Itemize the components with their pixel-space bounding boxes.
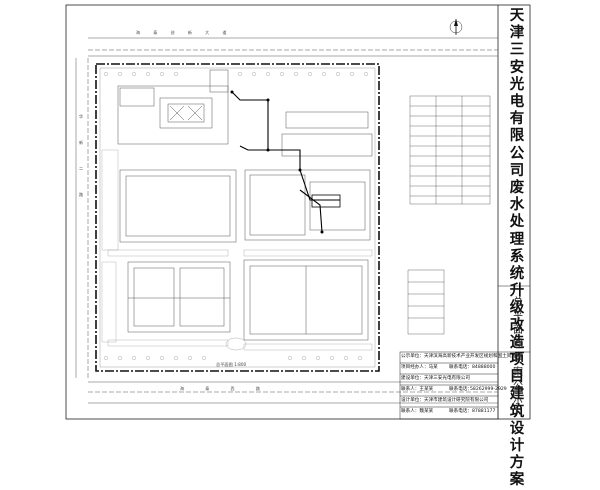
building-north-west: [117, 69, 229, 145]
bottom-road: [88, 381, 498, 404]
north-arrow-icon: [449, 19, 463, 35]
site-boundary: [95, 63, 380, 372]
parking-area: [101, 149, 373, 351]
title-block-row-4: 联系人：王某某 联系电话： 58262999-2929: [401, 387, 507, 392]
landscape-trees: [103, 71, 369, 361]
building-south-west: [127, 261, 231, 333]
title-block-row-1: 公示单位：天津滨海高新技术产业开发区规划和国土资源局: [401, 354, 521, 359]
title-block-row-6: 联系人：魏某某 联系电话： 87881177: [401, 409, 496, 414]
building-east-center: [244, 169, 371, 241]
title-block-row-3: 建设单位：天津三安光电有限公司: [401, 376, 470, 381]
title-block-row-5: 设计单位：天津市建筑设计研究院有限公司: [401, 398, 489, 403]
sheet-border: [65, 4, 531, 420]
pipeline-nodes: [230, 90, 324, 234]
top-road-label: 海 泰 创 新 大 道: [136, 30, 233, 35]
bottom-road-label: 海 泰 西 路: [180, 386, 270, 391]
left-road: [75, 58, 89, 378]
top-road: [88, 37, 498, 57]
title-block-grid: [399, 351, 499, 420]
legend-table: [409, 95, 491, 205]
building-south-east: [243, 259, 369, 341]
wastewater-pipeline: [231, 91, 341, 233]
project-title: 天津三安光电有限公司废水处理系统升级改造项目建筑设计方案: [509, 8, 525, 489]
site-plan-drawing: [65, 4, 531, 420]
sheet-name: 总平面图草案公示: [513, 297, 523, 406]
scale-label: 总平面图 1:800: [216, 362, 247, 367]
economic-indicators-table: [407, 269, 445, 335]
building-north-center: [281, 111, 373, 157]
left-road-label: 华 新 二 路: [79, 114, 83, 197]
building-west-large: [119, 169, 237, 243]
title-block-row-2: 项目经办人：马某 联系电话： 84888000: [401, 365, 496, 370]
